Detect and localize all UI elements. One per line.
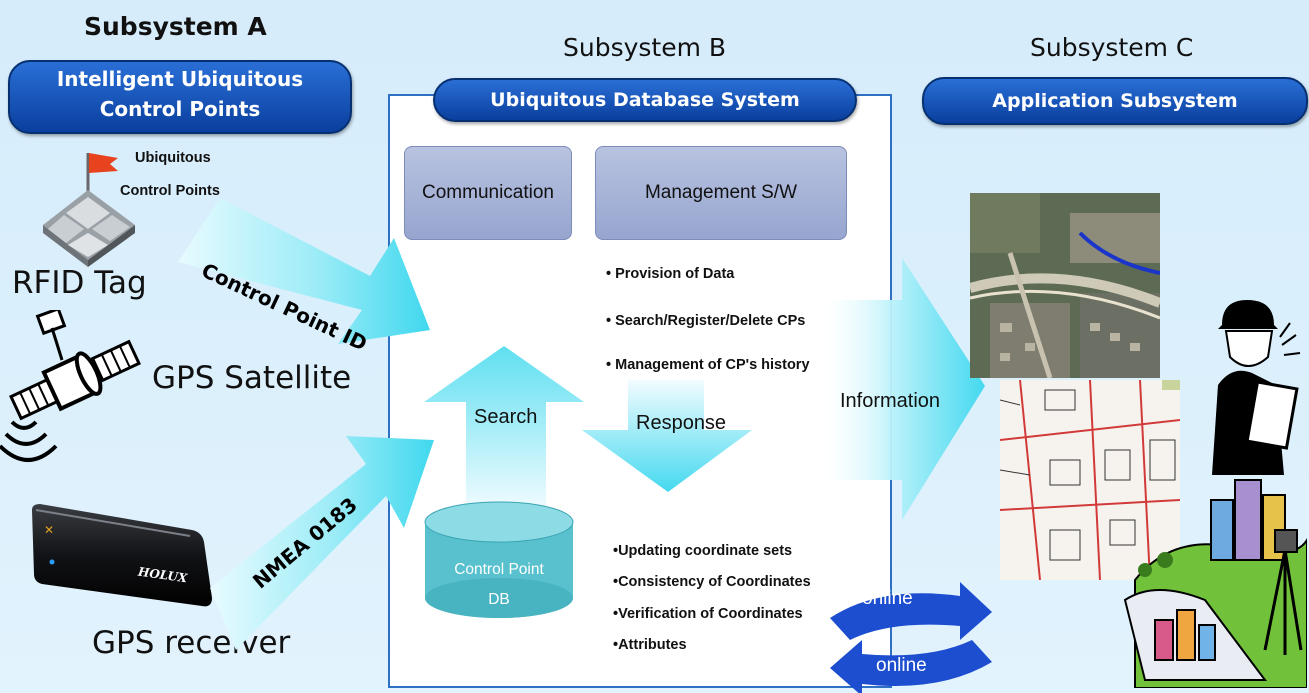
db-label-line-1: Control Point [454,561,544,578]
subsystem-b-pill: Ubiquitous Database System [433,78,857,122]
response-label: Response [636,412,727,434]
subsystem-c-pill: Application Subsystem [922,77,1308,125]
subsystem-c-heading: Subsystem C [1030,33,1194,62]
engineer-icon [1212,300,1301,475]
online-label-bottom: online [876,655,927,676]
mgmt-bullet-text: Search/Register/Delete CPs [615,313,806,329]
mgmt-bullet-text: Provision of Data [615,266,735,282]
online-sync-arrows [830,582,992,693]
communication-box: Communication [404,146,572,240]
ucp-label-line-1: Ubiquitous [135,150,211,166]
mgmt-bullet: • Provision of Data [606,266,735,282]
db-bullet: •Attributes [613,637,687,653]
db-bullet: •Verification of Coordinates [613,606,803,622]
gps-receiver-icon: ✕ [32,504,212,607]
communication-label: Communication [422,182,554,203]
rfid-tag-label: RFID Tag [12,265,147,301]
db-label: Control Point DB [440,555,558,615]
subsystem-a-pill: Intelligent Ubiquitous Control Points [8,60,352,134]
db-bullet-text: Attributes [618,637,687,653]
rfid-tag-icon [43,153,135,267]
mgmt-bullet: • Search/Register/Delete CPs [606,313,806,329]
management-sw-box: Management S/W [595,146,847,240]
subsystem-a-pill-line-2: Control Points [99,97,261,121]
db-bullet: •Updating coordinate sets [613,543,793,559]
control-point-id-arrow [178,198,430,344]
survey-illustration-icon [1123,479,1307,688]
db-bullet-text: Updating coordinate sets [618,543,793,559]
subsystem-a-pill-line-1: Intelligent Ubiquitous [56,67,304,91]
mgmt-bullet-text: Management of CP's history [615,357,810,373]
db-label-line-2: DB [488,591,510,608]
gps-receiver-label: GPS receiver [92,625,291,661]
search-label: Search [474,406,538,428]
search-arrow [424,346,584,512]
nmea-arrow [210,436,434,650]
subsystem-b-heading: Subsystem B [563,33,727,62]
gps-satellite-label: GPS Satellite [152,360,352,396]
response-arrow [582,380,752,492]
gps-satellite-icon [0,310,141,462]
management-sw-label: Management S/W [644,182,798,203]
svg-text:✕: ✕ [44,523,54,537]
ucp-label-line-2: Control Points [120,183,220,199]
information-arrow [822,258,985,520]
information-label: Information [840,390,941,412]
mgmt-bullet: • Management of CP's history [606,357,810,373]
online-label-top: online [862,588,913,609]
control-point-db-icon [424,501,574,618]
cadastral-map-image [1000,380,1180,580]
db-bullet: •Consistency of Coordinates [613,574,811,590]
db-bullet-text: Verification of Coordinates [618,606,803,622]
db-bullet-text: Consistency of Coordinates [618,574,811,590]
subsystem-a-heading: Subsystem A [84,12,267,41]
aerial-photo-image [970,193,1160,378]
